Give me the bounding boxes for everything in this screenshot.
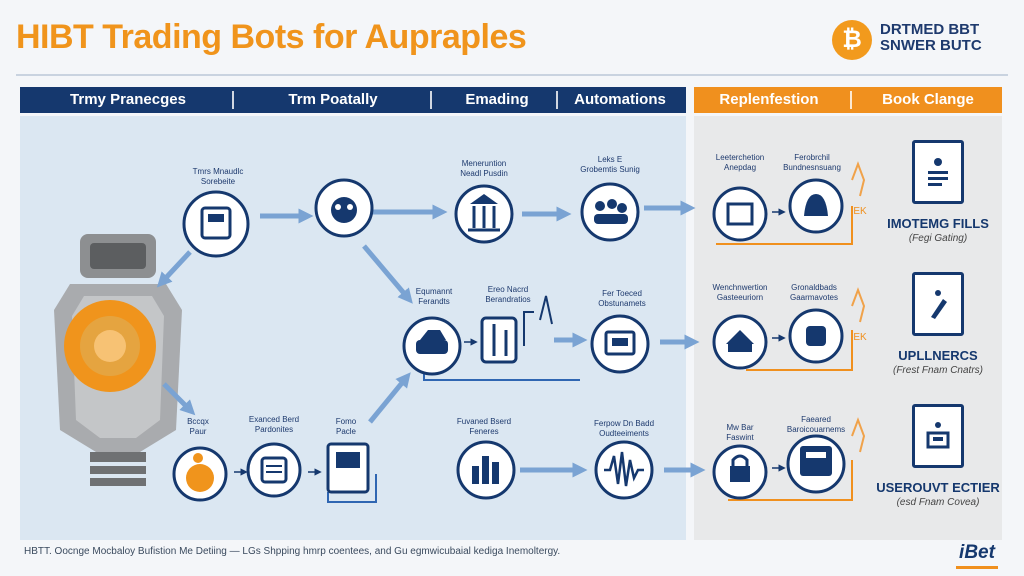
tab-bar-blue: Trmy Pranecges Trm Poatally Emading Auto… [20,87,686,113]
label-r5b: Faswint [726,433,754,442]
label-m3b: Obstunamets [598,299,646,308]
document-icon [912,140,964,204]
label-b2b: Pardonites [255,425,293,434]
tag-1: EK [853,206,867,217]
label-n2b: Neadl Pusdin [460,169,508,178]
tab-separator [430,91,432,109]
trading-bot-machine-icon [54,234,182,486]
label-b4b: Feneres [469,427,498,436]
card-subtitle: (Frest Fnam Cnatrs) [892,365,983,376]
node-robot-arm[interactable] [246,442,302,498]
label-m2: Ereo Nacrd [488,285,528,294]
node-exchange-building[interactable] [454,184,514,244]
orange-connectors [716,206,853,501]
label-r5: Mw Bar [726,423,753,432]
label-b5: Ferpow Dn Badd [594,419,654,428]
result-card-2[interactable]: UPLLNERCS (Frest Fnam Cnatrs) [876,272,1000,376]
bitcoin-coin-icon: ₿ [832,20,872,60]
logo-line-2: SNWER BUTC [880,37,982,54]
label-b1: Bccqx [187,417,209,426]
node-monitor-1[interactable] [712,186,768,242]
label-r6b: Baroicouarnems [787,425,845,434]
pen-icon [912,272,964,336]
logo-line-1: DRTMED BBT [880,21,980,38]
node-waveform[interactable] [594,440,654,500]
header-divider [16,74,1008,76]
card-title: IMOTEMG FILLS [887,216,989,231]
card-title: USEROUVT ECTIER [876,480,1000,495]
node-bell-1[interactable] [788,178,844,234]
label-r3b: Gasteeuriorn [717,293,763,302]
label-r4: Gronaldbads [791,283,837,292]
node-wallet[interactable] [182,190,250,258]
tag-2: EK [853,332,867,343]
node-bell-2[interactable] [788,308,844,364]
label-b5b: Oudteeiments [599,429,649,438]
brand-mark: iBet [956,540,998,569]
node-bot-head[interactable] [314,178,374,238]
label-m2b: Berandratios [485,295,530,304]
logo-text: DRTMED BBT SNWER BUTC [880,22,982,54]
tab-separator [850,91,852,109]
node-lab-tools[interactable] [480,295,553,364]
brand-logo: ₿ DRTMED BBT SNWER BUTC [832,16,992,64]
label-b4: Fuvaned Bserd [457,417,511,426]
label-n3: Leks E [598,155,622,164]
node-users-group[interactable] [580,182,640,242]
label-n3b: Grobemtis Sunig [580,165,640,174]
result-card-1[interactable]: IMOTEMG FILLS (Fegi Gating) [876,140,1000,244]
node-lock-3[interactable] [712,444,768,500]
card-title: UPLLNERCS [898,348,978,363]
label-n2: Meneruntion [462,159,506,168]
label-b2: Exanced Berd [249,415,299,424]
node-bitcoin[interactable] [172,446,228,502]
card-subtitle: (Fegi Gating) [908,233,968,244]
small-arrows [234,208,786,476]
printer-icon [912,404,964,468]
connector-lines [327,372,580,503]
tab-replenfestion[interactable]: Replenfestion [719,91,819,108]
label-n1b: Sorebeite [201,177,236,186]
label-n1: Tmrs Mnaudlc [193,167,244,176]
label-b3b: Pacle [336,427,357,436]
label-r1: Leeterchetion [716,153,764,162]
result-card-3[interactable]: USEROUVT ECTIER (esd Fnam Covea) [876,404,1000,508]
tab-book-clange[interactable]: Book Clange [882,91,974,108]
page-title: HIBT Trading Bots for Aupraples [16,18,527,56]
node-ship-2[interactable] [712,314,768,370]
label-r2: Ferobrchil [794,153,830,162]
card-subtitle: (esd Fnam Covea) [896,497,980,508]
footnote: HBTT. Oocnge Mocbaloy Bufistion Me Detii… [24,546,561,557]
label-r3: Wenchnwertion [713,283,768,292]
tab-emading[interactable]: Emading [465,91,529,108]
node-chart-bars[interactable] [456,440,516,500]
tab-separator [556,91,558,109]
label-r4b: Gaarmavotes [790,293,838,302]
label-r2b: Bundnesnsuang [783,163,841,172]
flow-arrows [156,200,706,478]
label-m1: Equmannt [416,287,453,296]
orange-figure-icons [851,161,866,453]
label-m3: Fer Toeced [602,289,642,298]
tab-trmy-pranecges[interactable]: Trmy Pranecges [70,91,186,108]
node-car[interactable] [402,316,462,376]
label-r1b: Anepdag [724,163,756,172]
node-machine-3[interactable] [786,434,846,494]
tab-trm-poatally[interactable]: Trm Poatally [288,91,378,108]
tab-bar-orange: Replenfestion Book Clange [694,87,1002,113]
node-console[interactable] [326,442,370,494]
tab-separator [232,91,234,109]
label-r6: Faeared [801,415,831,424]
node-screen[interactable] [590,314,650,374]
label-b3: Fomo [336,417,357,426]
label-m1b: Ferandts [418,297,450,306]
label-b1b: Paur [190,427,207,436]
tab-automations[interactable]: Automations [574,91,666,108]
